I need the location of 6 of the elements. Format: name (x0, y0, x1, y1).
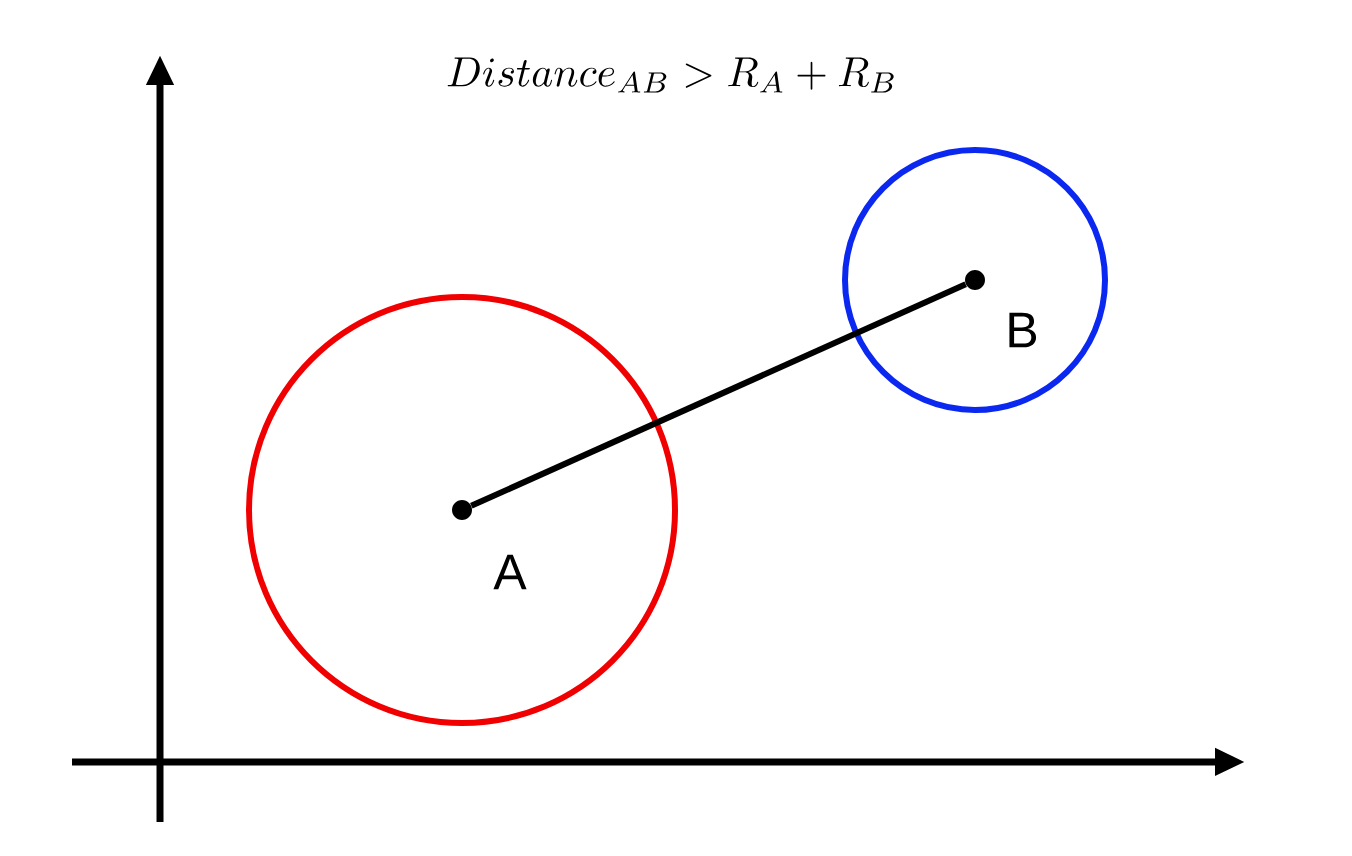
line (470, 281, 967, 509)
point-label: A (493, 554, 527, 590)
center-dot (452, 500, 472, 520)
center-dot (965, 270, 985, 290)
formula: $Distance_{AB} > R_A + R_B$ (447, 57, 894, 93)
point-label: B (1009, 312, 1037, 348)
